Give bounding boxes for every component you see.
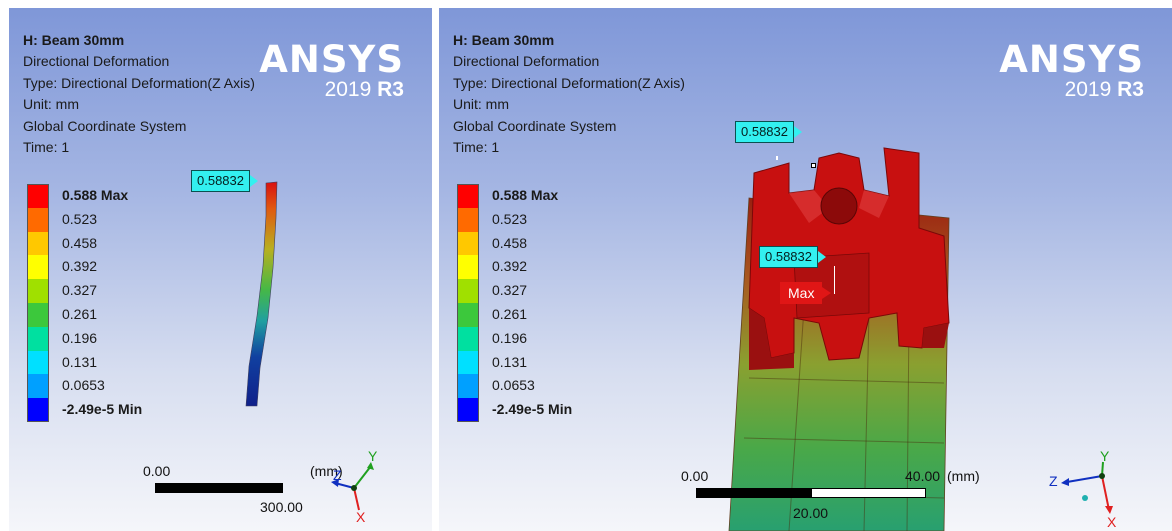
color-legend[interactable]: 0.588 Max 0.523 0.458 0.392 0.327 0.261 … [457, 184, 617, 422]
legend-band [27, 374, 49, 399]
ansys-logo: ANSYS 2019 R3 [259, 38, 404, 102]
legend-band [457, 255, 479, 280]
legend-label-min: -2.49e-5 Min [62, 401, 143, 417]
legend-band [27, 350, 49, 375]
brand-year: 2019 [324, 78, 372, 101]
legend-label: 0.196 [62, 330, 98, 346]
brand-name: ANSYS [259, 38, 404, 81]
probe-label-top[interactable]: 0.58832 [735, 121, 802, 143]
probe-marker [811, 163, 816, 168]
scale-end-label: 300.00 [260, 499, 303, 515]
result-name: Directional Deformation [23, 53, 170, 70]
legend-band [27, 184, 49, 208]
legend-label: 0.523 [62, 211, 98, 227]
legend-label: 0.458 [492, 235, 528, 251]
scale-bar-dark [696, 488, 811, 498]
scale-end-label: 40.00 [905, 468, 941, 484]
legend-band [457, 207, 479, 232]
legend-label: 0.523 [492, 211, 528, 227]
ansys-logo: ANSYS 2019 R3 [999, 38, 1144, 102]
legend-label: 0.327 [492, 282, 528, 298]
max-tag[interactable]: Max [780, 282, 833, 304]
scale-bar [155, 483, 283, 493]
scale-unit-label: (mm) [947, 468, 980, 484]
legend-band [457, 398, 479, 422]
legend-band [457, 374, 479, 399]
legend-band [457, 350, 479, 375]
axis-y-label: Y [368, 450, 378, 464]
result-coordinate-system: Global Coordinate System [23, 117, 187, 134]
scale-start-label: 0.00 [681, 468, 709, 484]
legend-band [27, 326, 49, 351]
legend-label: 0.0653 [492, 377, 535, 393]
axis-x-label: X [1107, 514, 1117, 530]
result-name: Directional Deformation [453, 53, 600, 70]
legend-band [27, 279, 49, 303]
result-info-block: H: Beam 30mm Directional Deformation Typ… [453, 30, 685, 158]
result-coordinate-system: Global Coordinate System [453, 117, 617, 134]
probe-leader-line [834, 266, 835, 294]
legend-label: 0.0653 [62, 377, 105, 393]
axis-y-label: Y [1100, 450, 1110, 464]
graphics-viewport-right[interactable]: H: Beam 30mm Directional Deformation Typ… [439, 8, 1172, 531]
legend-label: 0.196 [492, 330, 528, 346]
brand-release: R3 [377, 78, 404, 101]
result-unit: Unit: mm [453, 96, 509, 113]
legend-label-max: 0.588 Max [62, 187, 129, 203]
legend-color-bands [27, 184, 49, 422]
legend-label-min: -2.49e-5 Min [492, 401, 573, 417]
viewport-divider [432, 0, 439, 531]
legend-label: 0.458 [62, 235, 98, 251]
scale-bar-light [811, 488, 926, 498]
legend-band [457, 279, 479, 303]
probe-label-mid[interactable]: 0.58832 [759, 246, 826, 268]
scale-ruler: 0.00 300.00 [143, 463, 355, 515]
result-type: Type: Directional Deformation(Z Axis) [23, 74, 255, 91]
brand-name: ANSYS [999, 38, 1144, 81]
axis-x-label: X [356, 509, 366, 525]
axis-triad[interactable]: Y X Z [1047, 450, 1119, 530]
scale-unit-label: (mm) [310, 463, 343, 479]
legend-label: 0.131 [62, 354, 98, 370]
legend-band [27, 398, 49, 422]
graphics-viewport-left[interactable]: H: Beam 30mm Directional Deformation Typ… [9, 8, 432, 531]
legend-label: 0.327 [62, 282, 98, 298]
beam-model-side-view[interactable] [234, 178, 284, 413]
legend-label: 0.392 [62, 258, 98, 274]
axis-z-label: Z [333, 467, 342, 483]
legend-label: 0.261 [62, 306, 98, 322]
result-unit: Unit: mm [23, 96, 79, 113]
result-title: H: Beam 30mm [453, 32, 555, 48]
legend-label-max: 0.588 Max [492, 187, 559, 203]
result-info-block: H: Beam 30mm Directional Deformation Typ… [23, 30, 255, 158]
brand-year: 2019 [1064, 78, 1112, 101]
legend-color-bands [457, 184, 479, 422]
legend-band [457, 302, 479, 327]
result-time: Time: 1 [23, 139, 70, 156]
legend-band [27, 255, 49, 280]
axis-z-label: Z [1049, 473, 1058, 489]
probe-label[interactable]: 0.58832 [191, 170, 258, 192]
scale-start-label: 0.00 [143, 463, 171, 479]
legend-band [27, 302, 49, 327]
color-legend[interactable]: 0.588 Max 0.523 0.458 0.392 0.327 0.261 … [27, 184, 187, 422]
scale-ruler: 0.00 20.00 40.00 (mm) [681, 468, 1001, 521]
legend-label: 0.261 [492, 306, 528, 322]
legend-label: 0.131 [492, 354, 528, 370]
scale-mid-label: 20.00 [793, 505, 829, 521]
legend-band [457, 184, 479, 208]
legend-band [457, 326, 479, 351]
axis-triad[interactable]: Y X Z [319, 450, 384, 525]
legend-band [27, 231, 49, 256]
brand-release: R3 [1117, 78, 1144, 101]
legend-band [457, 231, 479, 256]
result-title: H: Beam 30mm [23, 32, 125, 48]
legend-band [27, 207, 49, 232]
result-type: Type: Directional Deformation(Z Axis) [453, 74, 685, 91]
legend-label: 0.392 [492, 258, 528, 274]
result-time: Time: 1 [453, 139, 500, 156]
